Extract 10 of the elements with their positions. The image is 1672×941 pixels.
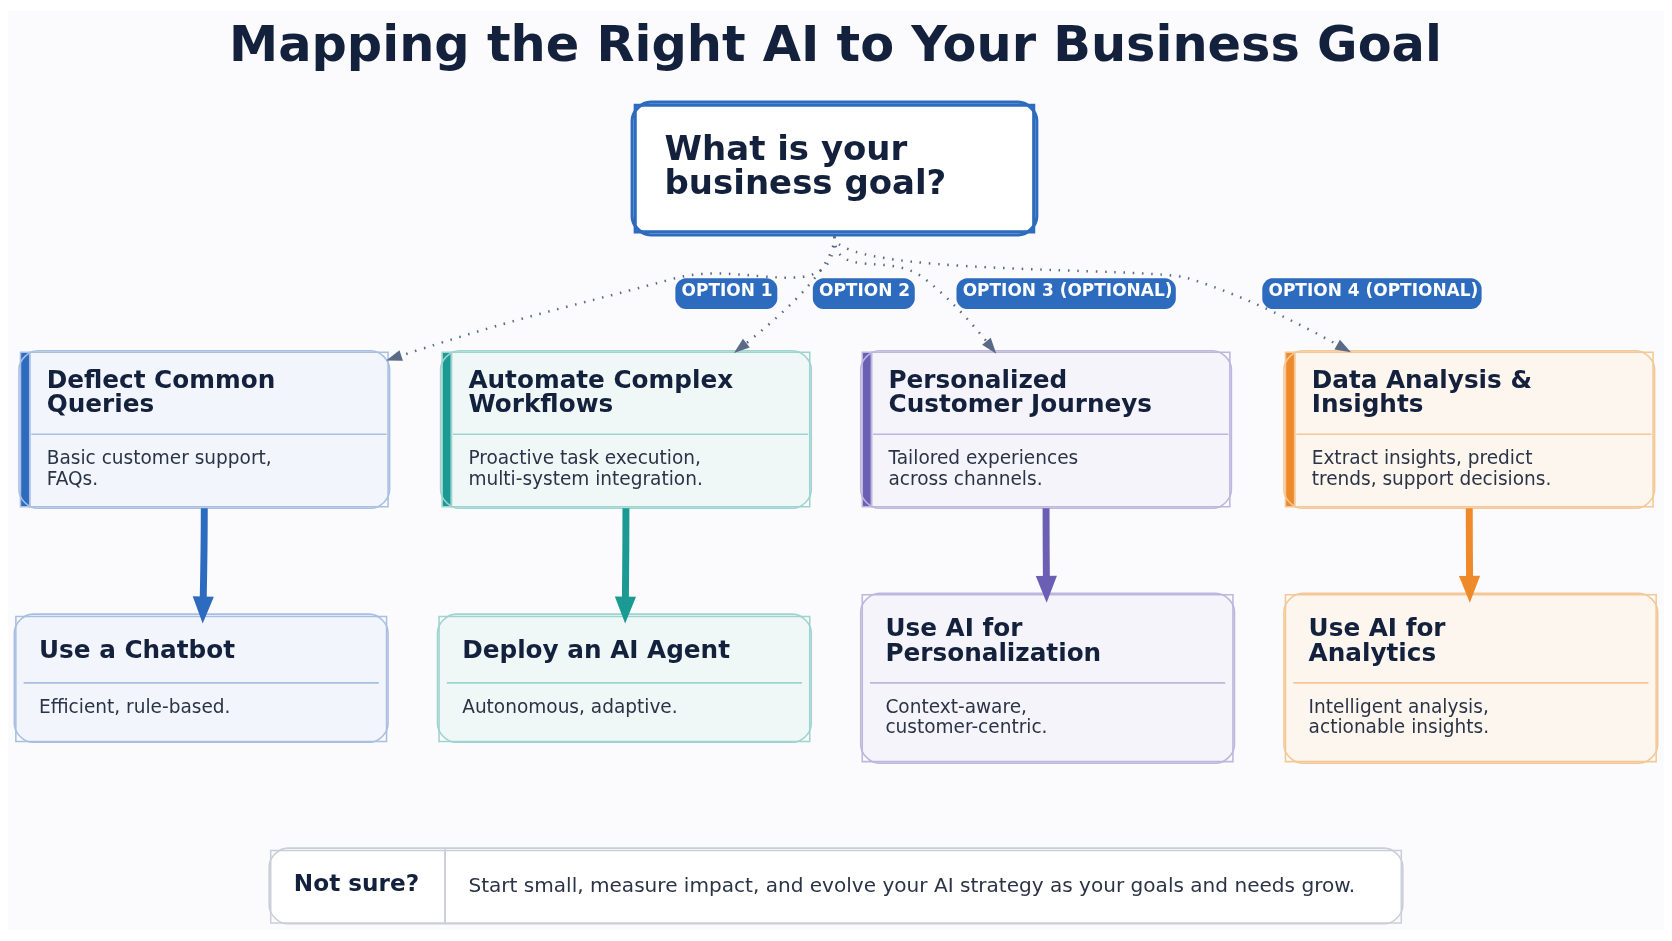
edge-label: OPTION 4 (OPTIONAL) — [1268, 280, 1479, 301]
arrow — [1459, 508, 1481, 603]
arrow — [614, 508, 636, 624]
arrow — [833, 235, 1351, 353]
diagram-title: Mapping the Right AI to Your Business Goal — [229, 15, 1442, 74]
edge-label: OPTION 2 — [819, 280, 911, 301]
edge-label: OPTION 1 — [681, 280, 773, 301]
edge-label: OPTION 3 (OPTIONAL) — [962, 280, 1173, 301]
arrow — [192, 508, 214, 624]
arrow — [1035, 508, 1057, 603]
